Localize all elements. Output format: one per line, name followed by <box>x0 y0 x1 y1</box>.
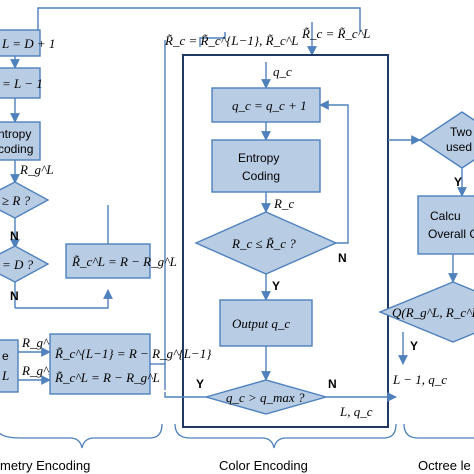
quality-diamond <box>378 281 474 343</box>
quality-text: Q(R_g^L, R_c^L) ≤ <box>392 305 474 320</box>
geometry-section-label: metry Encoding <box>0 458 90 473</box>
calc-line2: Overall C <box>428 227 474 241</box>
two-used-line2: used <box>446 140 472 154</box>
rc-out-label: R_c <box>273 196 294 211</box>
qc-increment-text: q_c = q_c + 1 <box>232 98 307 113</box>
store-line1: e <box>2 349 9 363</box>
geometry-column: L = D + 1 = L − 1 ntropy coding R_g^L ≥ … <box>0 29 212 395</box>
two-used-diamond <box>418 111 474 169</box>
cond-d-text: = D ? <box>2 257 34 272</box>
store-line2: L <box>1 368 9 383</box>
init-text: L = D + 1 <box>1 36 55 51</box>
cond-r-diamond <box>0 181 50 219</box>
rc-pair-label: R̃_c = R̃_c^{L−1}, R̃_c^L <box>164 33 299 48</box>
y-label-qmax: Y <box>196 377 204 391</box>
color-section-label: Color Encoding <box>219 458 308 473</box>
arrow-label-bot: R_g^L <box>21 363 56 378</box>
rc-assign-label: R̃_c = R̃_c^L <box>301 26 370 41</box>
geometry-entropy-box <box>0 121 41 161</box>
color-encoding-frame <box>182 54 389 428</box>
geometry-entropy-line1: ntropy <box>0 127 31 141</box>
octree-section-label: Octree le <box>418 458 471 473</box>
calc-line1: Calcu <box>430 209 461 223</box>
formula-line2: R̃_c^L = R − R_g^L <box>54 370 160 385</box>
rg-label: R_g^L <box>19 162 54 177</box>
octree-column: Two used Y Calcu Overall C Q(R_g^L, R_c^… <box>378 111 474 387</box>
calc-overall-box <box>417 195 474 255</box>
color-entropy-line1: Entropy <box>238 151 279 165</box>
color-entropy-line2: Coding <box>242 169 280 183</box>
color-entropy-box <box>211 139 321 193</box>
formula-line1: R̃_c^{L−1} = R − R_g^{L−1} <box>54 346 212 361</box>
qmax-text: q_c > q_max ? <box>226 390 305 405</box>
store-box <box>0 339 19 393</box>
output-qc-text: Output q_c <box>232 316 290 331</box>
rc-eq-text: R̃_c^L = R − R_g^L <box>71 254 177 269</box>
qc-increment-box <box>211 87 321 123</box>
y-label-two: Y <box>454 175 462 189</box>
cond-d-diamond <box>0 245 50 283</box>
geometry-entropy-line2: coding <box>0 142 33 156</box>
color-encoding-panel: q_c q_c = q_c + 1 Entropy Coding R_c R_c… <box>164 54 397 428</box>
n-label-loop: N <box>338 251 347 265</box>
n-label-2: N <box>10 289 19 303</box>
top-feedback-lines <box>37 7 361 390</box>
decrement-text: = L − 1 <box>2 76 43 91</box>
rc-compare-text: R_c ≤ R̃_c ? <box>231 236 296 251</box>
out-label: L, q_c <box>339 404 373 419</box>
n-label-1: N <box>10 229 19 243</box>
formula-box <box>49 333 151 395</box>
qc-in-label: q_c <box>273 64 292 79</box>
section-braces <box>0 423 474 449</box>
cond-r-text: ≥ R ? <box>2 193 31 208</box>
two-used-line1: Two <box>450 125 472 139</box>
octree-out-label: L − 1, q_c <box>392 372 447 387</box>
n-label-qmax: N <box>328 377 337 391</box>
y-label-quality: Y <box>410 339 418 353</box>
init-box <box>0 29 41 57</box>
y-label-rc: Y <box>272 279 280 293</box>
